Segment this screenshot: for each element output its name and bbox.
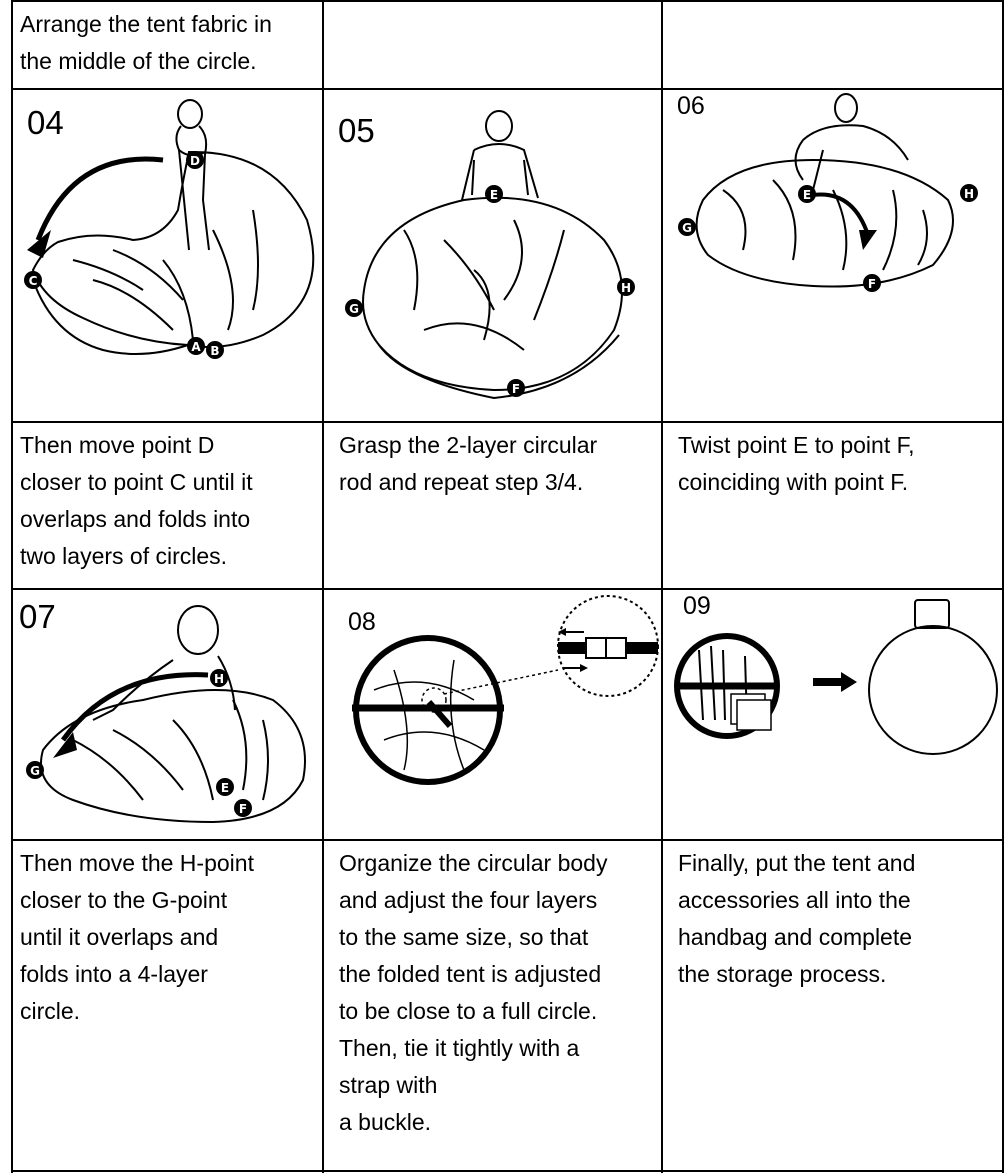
step-05-line-1: Grasp the 2-layer circular [339,427,659,464]
step-07-marker-1: H [214,672,224,686]
step-07-marker-4: F [239,802,247,816]
step-07-marker-2: G [30,764,40,778]
step-06-marker-2: H [964,187,974,201]
step-04-line-4: two layers of circles. [20,538,320,575]
step-04-marker-2: C [29,274,38,288]
step-05-panel: 05 E G H F [324,90,661,421]
step-04-marker-1: D [190,154,200,168]
step-08-line-6: Then, tie it tightly with a [339,1030,659,1067]
step-07-description: Then move the H-point closer to the G-po… [20,841,320,1030]
step-09-line-4: the storage process. [678,956,1000,993]
intro-text: Arrange the tent fabric in the middle of… [20,2,320,80]
step-06-panel: 06 E H G F [663,90,1002,421]
step-07-line-5: circle. [20,993,320,1030]
step-05-marker-1: E [490,188,498,202]
step-07-line-1: Then move the H-point [20,845,320,882]
step-04-illustration: D C A B [13,90,322,421]
step-07-illustration: H G E F [13,590,322,839]
step-04-line-1: Then move point D [20,427,320,464]
step-07-panel: 07 H G E F [13,590,322,839]
step-04-panel: 04 D C A B [13,90,322,421]
step-06-marker-4: F [868,277,876,291]
step-05-description: Grasp the 2-layer circular rod and repea… [339,423,659,501]
step-04-line-3: overlaps and folds into [20,501,320,538]
step-05-marker-4: F [512,382,520,396]
intro-line-1: Arrange the tent fabric in [20,6,320,43]
step-04-marker-4: B [210,344,219,358]
step-04-marker-3: A [191,340,201,354]
step-05-marker-2: G [349,302,359,316]
step-08-line-5: to be close to a full circle. [339,993,659,1030]
step-09-description: Finally, put the tent and accessories al… [678,841,1000,993]
step-09-line-1: Finally, put the tent and [678,845,1000,882]
step-08-line-2: and adjust the four layers [339,882,659,919]
step-07-marker-3: E [221,781,229,795]
step-08-illustration [324,590,661,839]
step-05-illustration: E G H F [324,90,661,421]
intro-line-2: the middle of the circle. [20,43,320,80]
step-06-line-2: coinciding with point F. [678,464,1000,501]
step-09-line-2: accessories all into the [678,882,1000,919]
step-09-line-3: handbag and complete [678,919,1000,956]
step-08-panel: 08 [324,590,661,839]
step-06-marker-1: E [803,188,811,202]
step-06-description: Twist point E to point F, coinciding wit… [678,423,1000,501]
step-05-marker-3: H [621,281,631,295]
step-08-line-3: to the same size, so that [339,919,659,956]
step-07-line-2: closer to the G-point [20,882,320,919]
step-09-panel: 09 [663,590,1002,839]
step-06-line-1: Twist point E to point F, [678,427,1000,464]
step-07-line-3: until it overlaps and [20,919,320,956]
step-04-description: Then move point D closer to point C unti… [20,423,320,575]
step-05-line-2: rod and repeat step 3/4. [339,464,659,501]
step-06-marker-3: G [682,221,692,235]
step-07-line-4: folds into a 4-layer [20,956,320,993]
step-08-line-8: a buckle. [339,1104,659,1141]
step-04-line-2: closer to point C until it [20,464,320,501]
step-06-illustration: E H G F [663,90,1002,421]
step-09-illustration [663,590,1002,839]
step-08-description: Organize the circular body and adjust th… [339,841,659,1141]
step-08-line-7: strap with [339,1067,659,1104]
step-08-line-4: the folded tent is adjusted [339,956,659,993]
step-08-line-1: Organize the circular body [339,845,659,882]
